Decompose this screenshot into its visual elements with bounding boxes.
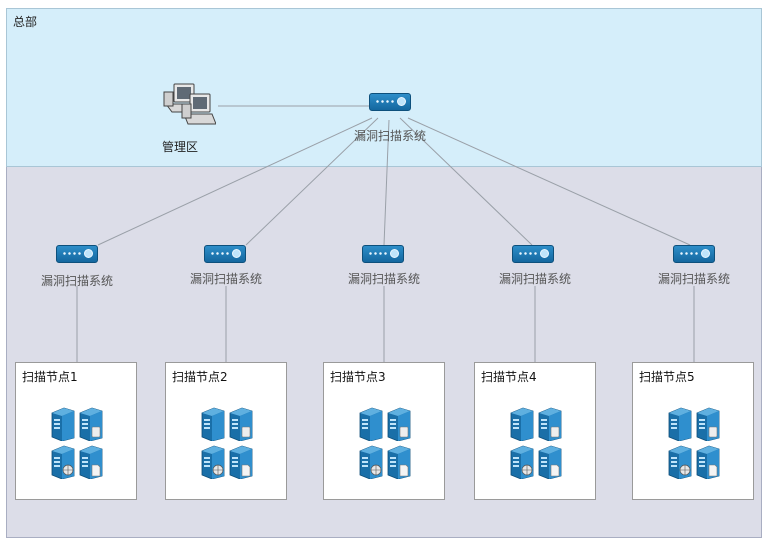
branch-scanner-label-2: 漏洞扫描系统 <box>189 272 263 286</box>
server-icon <box>695 445 720 480</box>
scan-node-title: 扫描节点1 <box>22 370 78 384</box>
server-icon <box>78 445 103 480</box>
server-icon <box>695 407 720 442</box>
server-icon <box>386 445 411 480</box>
scan-node-2: 扫描节点2 <box>165 362 287 500</box>
server-icon <box>200 407 225 442</box>
scan-node-title: 扫描节点4 <box>481 370 537 384</box>
server-cluster-icon <box>354 407 414 481</box>
scan-node-1: 扫描节点1 <box>15 362 137 500</box>
server-icon <box>228 407 253 442</box>
hq-zone: 总部 <box>6 8 762 167</box>
server-icon <box>386 407 411 442</box>
server-icon <box>78 407 103 442</box>
server-icon <box>509 445 534 480</box>
branch-scanner-icon-4 <box>512 245 554 263</box>
server-cluster-icon <box>196 407 256 481</box>
branch-scanner-icon-1 <box>56 245 98 263</box>
link-central-branch-2 <box>245 117 379 246</box>
server-icon <box>228 445 253 480</box>
scan-node-4: 扫描节点4 <box>474 362 596 500</box>
scan-node-title: 扫描节点3 <box>330 370 386 384</box>
hq-zone-label: 总部 <box>13 15 38 29</box>
link-central-branch-4 <box>399 117 533 246</box>
server-icon <box>50 445 75 480</box>
server-icon <box>667 445 692 480</box>
link-central-branch-1 <box>97 117 373 246</box>
central-scanner-label: 漏洞扫描系统 <box>353 129 427 143</box>
branch-scanner-label-1: 漏洞扫描系统 <box>40 274 114 288</box>
server-icon <box>537 445 562 480</box>
server-icon <box>509 407 534 442</box>
branch-scanner-icon-3 <box>362 245 404 263</box>
server-icon <box>200 445 225 480</box>
link-central-branch-5 <box>407 117 691 246</box>
central-scanner-icon <box>369 93 411 111</box>
server-cluster-icon <box>46 407 106 481</box>
branch-scanner-label-3: 漏洞扫描系统 <box>347 272 421 286</box>
server-icon <box>50 407 75 442</box>
branch-scanner-label-5: 漏洞扫描系统 <box>657 272 731 286</box>
scan-node-title: 扫描节点5 <box>639 370 695 384</box>
scan-node-5: 扫描节点5 <box>632 362 754 500</box>
management-label: 管理区 <box>161 140 199 154</box>
server-cluster-icon <box>505 407 565 481</box>
server-icon <box>358 407 383 442</box>
workstations-icon <box>163 83 216 125</box>
scan-node-3: 扫描节点3 <box>323 362 445 500</box>
server-icon <box>537 407 562 442</box>
branch-scanner-icon-2 <box>204 245 246 263</box>
link-central-branch-3 <box>383 119 390 246</box>
server-icon <box>667 407 692 442</box>
server-icon <box>358 445 383 480</box>
scan-node-title: 扫描节点2 <box>172 370 228 384</box>
branch-scanner-label-4: 漏洞扫描系统 <box>498 272 572 286</box>
server-cluster-icon <box>663 407 723 481</box>
branch-scanner-icon-5 <box>673 245 715 263</box>
